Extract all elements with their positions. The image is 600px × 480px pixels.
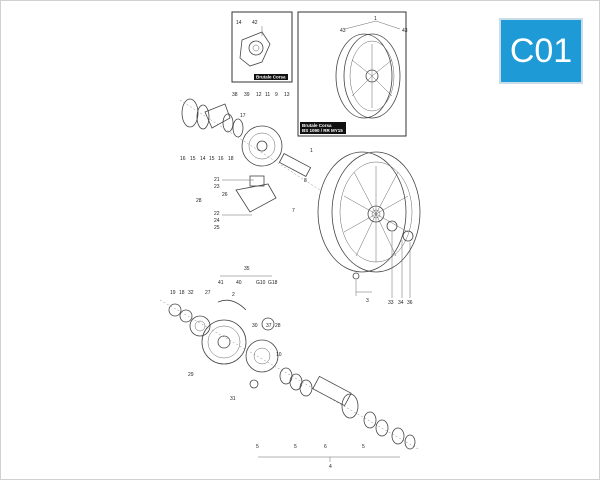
- svg-text:36: 36: [407, 300, 413, 306]
- svg-text:19: 19: [170, 290, 176, 296]
- svg-text:40: 40: [236, 280, 242, 286]
- rear-wheel: 3 33 34 36: [317, 151, 421, 306]
- svg-text:16: 16: [218, 156, 224, 162]
- svg-text:24: 24: [214, 218, 220, 224]
- svg-text:27: 27: [205, 290, 211, 296]
- svg-text:5: 5: [294, 444, 297, 450]
- svg-text:5: 5: [362, 444, 365, 450]
- svg-text:18: 18: [228, 156, 234, 162]
- inset-ref-14: 14: [236, 20, 242, 26]
- page-code-badge: C01: [499, 18, 583, 84]
- svg-text:3: 3: [366, 298, 369, 304]
- svg-text:35: 35: [244, 266, 250, 272]
- svg-text:9: 9: [275, 92, 278, 98]
- svg-text:31: 31: [230, 396, 236, 402]
- inset-caption-brutale: Brutale Corsa: [256, 75, 286, 80]
- inset-sprocket-carrier: 14 42 Brutale Corsa: [231, 11, 293, 83]
- svg-text:2: 2: [232, 292, 235, 298]
- svg-text:G18: G18: [268, 280, 278, 286]
- svg-text:6: 6: [324, 444, 327, 450]
- svg-text:23: 23: [214, 184, 220, 190]
- svg-text:15: 15: [190, 156, 196, 162]
- svg-text:10: 10: [276, 352, 282, 358]
- svg-text:34: 34: [398, 300, 404, 306]
- svg-text:14: 14: [200, 156, 206, 162]
- svg-text:22: 22: [214, 211, 220, 217]
- svg-text:7: 7: [292, 208, 295, 214]
- svg-text:37: 37: [266, 323, 272, 329]
- bottom-labels: 5 5 6 5 4: [256, 444, 400, 470]
- svg-text:13: 13: [284, 92, 290, 98]
- svg-text:17: 17: [240, 113, 246, 119]
- inset-ref-42: 42: [252, 20, 258, 26]
- svg-text:21: 21: [214, 177, 220, 183]
- svg-text:G10: G10: [256, 280, 266, 286]
- svg-text:1: 1: [310, 148, 313, 154]
- svg-text:15: 15: [209, 156, 215, 162]
- inset-wheel-ref-43a: 43: [340, 28, 346, 34]
- svg-text:29: 29: [188, 372, 194, 378]
- svg-text:28: 28: [275, 323, 281, 329]
- svg-text:26: 26: [222, 192, 228, 198]
- lower-assembly: 35 41 40 G10 G18 2 19 18 32 27 30 37 28 …: [159, 266, 421, 451]
- inset-wheel-ref-43b: 43: [402, 28, 408, 34]
- svg-text:32: 32: [188, 290, 194, 296]
- svg-text:11: 11: [265, 92, 270, 98]
- svg-text:38: 38: [232, 92, 238, 98]
- svg-text:12: 12: [256, 92, 262, 98]
- svg-text:39: 39: [244, 92, 250, 98]
- svg-text:8: 8: [304, 178, 307, 184]
- inset-wheel-ref-1: 1: [374, 16, 377, 22]
- svg-text:16: 16: [180, 156, 186, 162]
- svg-text:41: 41: [218, 280, 224, 286]
- svg-text:30: 30: [252, 323, 258, 329]
- svg-text:18: 18: [179, 290, 185, 296]
- svg-text:33: 33: [388, 300, 394, 306]
- upper-assembly: 38 39 12 11 9 13 17 16 15 14 15 16 18 21…: [179, 92, 321, 231]
- svg-text:28: 28: [196, 198, 202, 204]
- svg-text:25: 25: [214, 225, 220, 231]
- svg-text:5: 5: [256, 444, 259, 450]
- svg-text:4: 4: [329, 464, 332, 470]
